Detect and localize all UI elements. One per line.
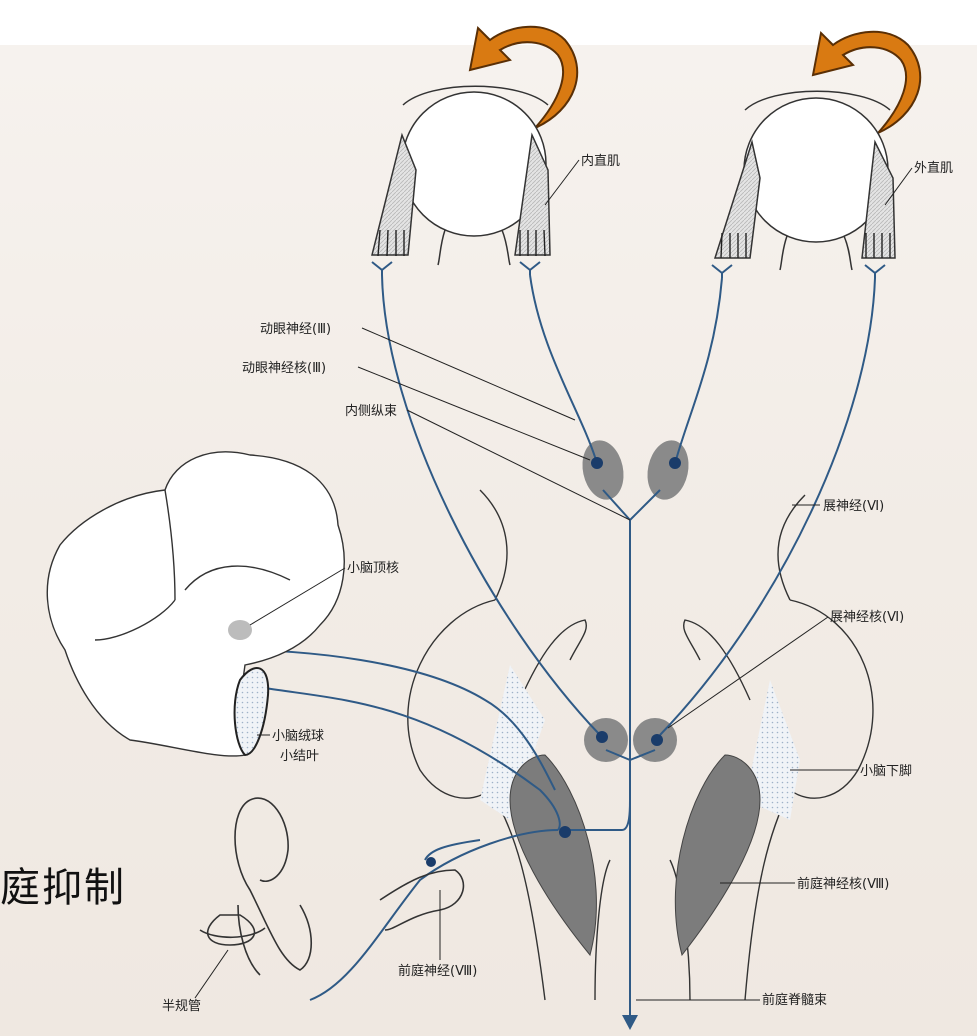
label-flocculus: 小脑绒球 xyxy=(272,729,324,744)
vestibulospinal-arrowhead xyxy=(622,1015,638,1030)
label-fastigial-nucleus: 小脑顶核 xyxy=(347,561,399,576)
label-mlf: 内侧纵束 xyxy=(345,403,397,419)
left-eye xyxy=(372,86,550,265)
cerebellum xyxy=(47,452,344,756)
label-oculomotor-nerve: 动眼神经(Ⅲ) xyxy=(260,322,331,337)
label-inferior-peduncle: 小脑下脚 xyxy=(860,763,912,779)
label-vestibular-nerve: 前庭神经(Ⅷ) xyxy=(398,963,477,979)
label-lateral-rectus: 外直肌 xyxy=(914,161,953,176)
label-abducens-nerve: 展神经(Ⅵ) xyxy=(823,499,884,514)
vestibular-nucleus-right xyxy=(675,755,760,955)
label-abducens-nucleus: 展神经核(Ⅵ) xyxy=(830,610,904,625)
oculomotor-nucleus-right xyxy=(642,436,694,503)
label-vestibular-nucleus: 前庭神经核(Ⅷ) xyxy=(797,876,889,892)
fastigial-nucleus xyxy=(228,620,252,640)
oculomotor-nucleus-left xyxy=(577,436,629,503)
right-eye xyxy=(715,91,895,270)
label-semicircular-canal: 半规管 xyxy=(162,999,201,1014)
label-oculomotor-nucleus: 动眼神经核(Ⅲ) xyxy=(242,361,326,376)
nerve-terminals xyxy=(372,262,885,278)
inner-ear xyxy=(200,798,463,975)
label-medial-rectus: 内直肌 xyxy=(581,153,620,169)
label-nodulus: 小结叶 xyxy=(280,749,319,764)
label-vestibulospinal-tract: 前庭脊髓束 xyxy=(762,992,827,1008)
flocculonodular-lobe xyxy=(235,668,269,755)
